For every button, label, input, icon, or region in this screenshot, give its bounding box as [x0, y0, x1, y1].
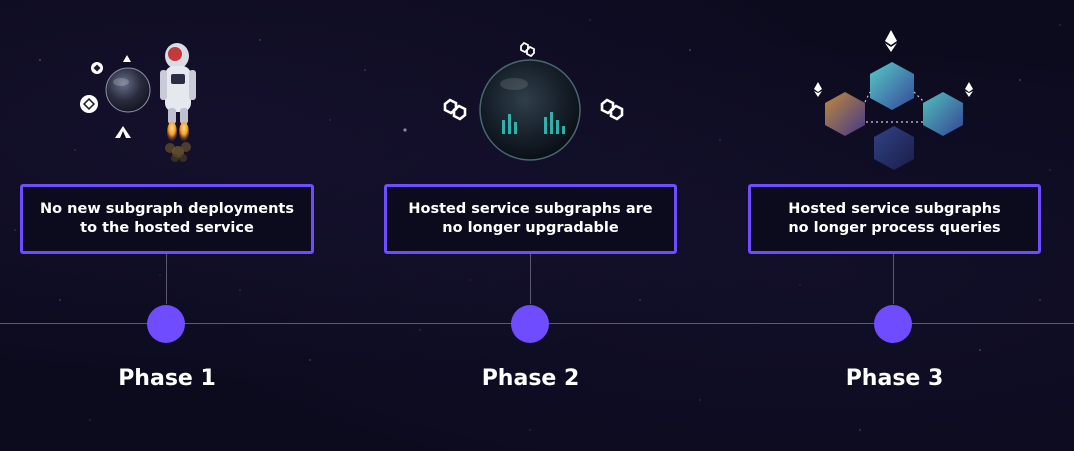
- phase-2: Hosted service subgraphs are no longer u…: [384, 0, 677, 451]
- phase-1-description-box: No new subgraph deployments to the hoste…: [20, 184, 314, 254]
- phase-2-description: Hosted service subgraphs are no longer u…: [408, 201, 653, 236]
- phase-3-label: Phase 3: [845, 366, 944, 391]
- phase-1-description: No new subgraph deployments to the hoste…: [40, 201, 294, 236]
- phase-1: No new subgraph deployments to the hoste…: [20, 0, 314, 451]
- phase-2-connector: [530, 254, 531, 304]
- ethereum-cubes-icon: [748, 22, 1041, 172]
- phase-1-connector: [166, 254, 167, 304]
- rocket-astronaut-icon: [20, 22, 314, 172]
- glass-sphere-polygon-icon: [384, 22, 677, 172]
- phase-3-description: Hosted service subgraphs no longer proce…: [788, 201, 1001, 236]
- phase-3: Hosted service subgraphs no longer proce…: [748, 0, 1041, 451]
- phase-3-connector: [893, 254, 894, 304]
- phase-2-marker-dot: [511, 305, 549, 343]
- phase-3-description-box: Hosted service subgraphs no longer proce…: [748, 184, 1041, 254]
- phase-3-marker-dot: [874, 305, 912, 343]
- phase-1-label: Phase 1: [118, 366, 216, 391]
- phase-2-label: Phase 2: [481, 366, 580, 391]
- phase-2-description-box: Hosted service subgraphs are no longer u…: [384, 184, 677, 254]
- phase-1-marker-dot: [147, 305, 185, 343]
